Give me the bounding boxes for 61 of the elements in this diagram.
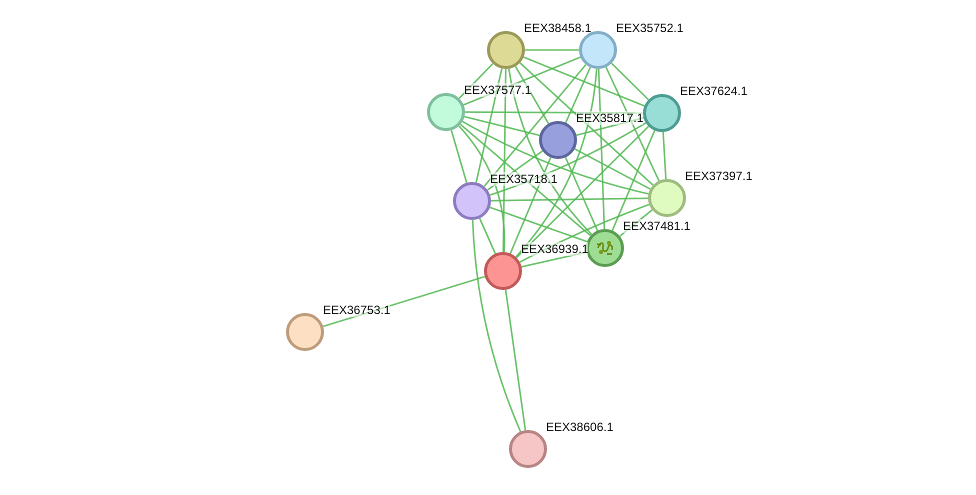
interaction-line bbox=[523, 56, 645, 107]
interaction-line bbox=[490, 122, 646, 196]
protein-node bbox=[579, 31, 617, 69]
interaction-line bbox=[619, 209, 653, 237]
interaction-line bbox=[487, 150, 543, 191]
interaction-line bbox=[465, 111, 643, 114]
interaction-line bbox=[484, 64, 586, 187]
interaction-line bbox=[460, 124, 592, 236]
interaction-line bbox=[564, 67, 592, 123]
interaction-line bbox=[510, 157, 552, 254]
protein-label: EEX38458.1 bbox=[524, 21, 592, 35]
interaction-line bbox=[598, 68, 606, 230]
protein-label: EEX36939.1 bbox=[521, 242, 588, 256]
interaction-line bbox=[502, 68, 507, 252]
interaction-line bbox=[490, 206, 588, 242]
interaction-line bbox=[464, 116, 540, 136]
interaction-line bbox=[463, 56, 581, 106]
interaction-line bbox=[515, 68, 598, 258]
interaction-line bbox=[610, 62, 650, 100]
protein-label: EEX35817.1 bbox=[576, 111, 644, 125]
protein-label: EEX35752.1 bbox=[616, 21, 684, 35]
protein-node bbox=[643, 94, 681, 132]
interaction-line bbox=[662, 132, 667, 180]
protein-node bbox=[586, 229, 624, 267]
protein-node bbox=[453, 182, 491, 220]
interaction-line bbox=[525, 49, 579, 51]
interaction-line bbox=[564, 157, 598, 231]
interaction-line bbox=[574, 148, 651, 190]
protein-label: EEX37397.1 bbox=[685, 169, 752, 183]
interaction-line bbox=[472, 220, 522, 432]
protein-label: EEX36753.1 bbox=[323, 303, 390, 317]
interaction-line bbox=[519, 204, 650, 263]
interaction-line bbox=[605, 66, 660, 182]
interaction-line bbox=[508, 68, 592, 236]
interaction-line bbox=[576, 117, 644, 136]
interaction-line bbox=[519, 62, 654, 186]
interaction-line bbox=[462, 120, 649, 195]
interaction-line bbox=[504, 290, 526, 430]
protein-node bbox=[286, 313, 324, 351]
protein-label: EEX37481.1 bbox=[623, 219, 690, 233]
protein-label: EEX37624.1 bbox=[680, 84, 748, 98]
interaction-line bbox=[458, 125, 506, 252]
protein-node bbox=[539, 121, 577, 159]
protein-node bbox=[484, 252, 522, 290]
protein-node bbox=[427, 93, 465, 131]
protein-node bbox=[509, 430, 547, 468]
interaction-line bbox=[478, 218, 496, 254]
interaction-line bbox=[612, 130, 656, 231]
interaction-line bbox=[458, 63, 494, 99]
interaction-line bbox=[450, 130, 468, 183]
interaction-line bbox=[475, 68, 503, 183]
protein-label: EEX37577.1 bbox=[464, 83, 532, 97]
interaction-line bbox=[322, 276, 486, 328]
protein-label: EEX38606.1 bbox=[546, 420, 614, 434]
interaction-line bbox=[521, 251, 587, 268]
protein-node bbox=[487, 31, 525, 69]
protein-label: EEX35718.1 bbox=[490, 172, 558, 186]
interaction-line bbox=[490, 198, 648, 202]
protein-node bbox=[648, 179, 686, 217]
interaction-line bbox=[514, 66, 550, 124]
interaction-line bbox=[516, 126, 650, 258]
